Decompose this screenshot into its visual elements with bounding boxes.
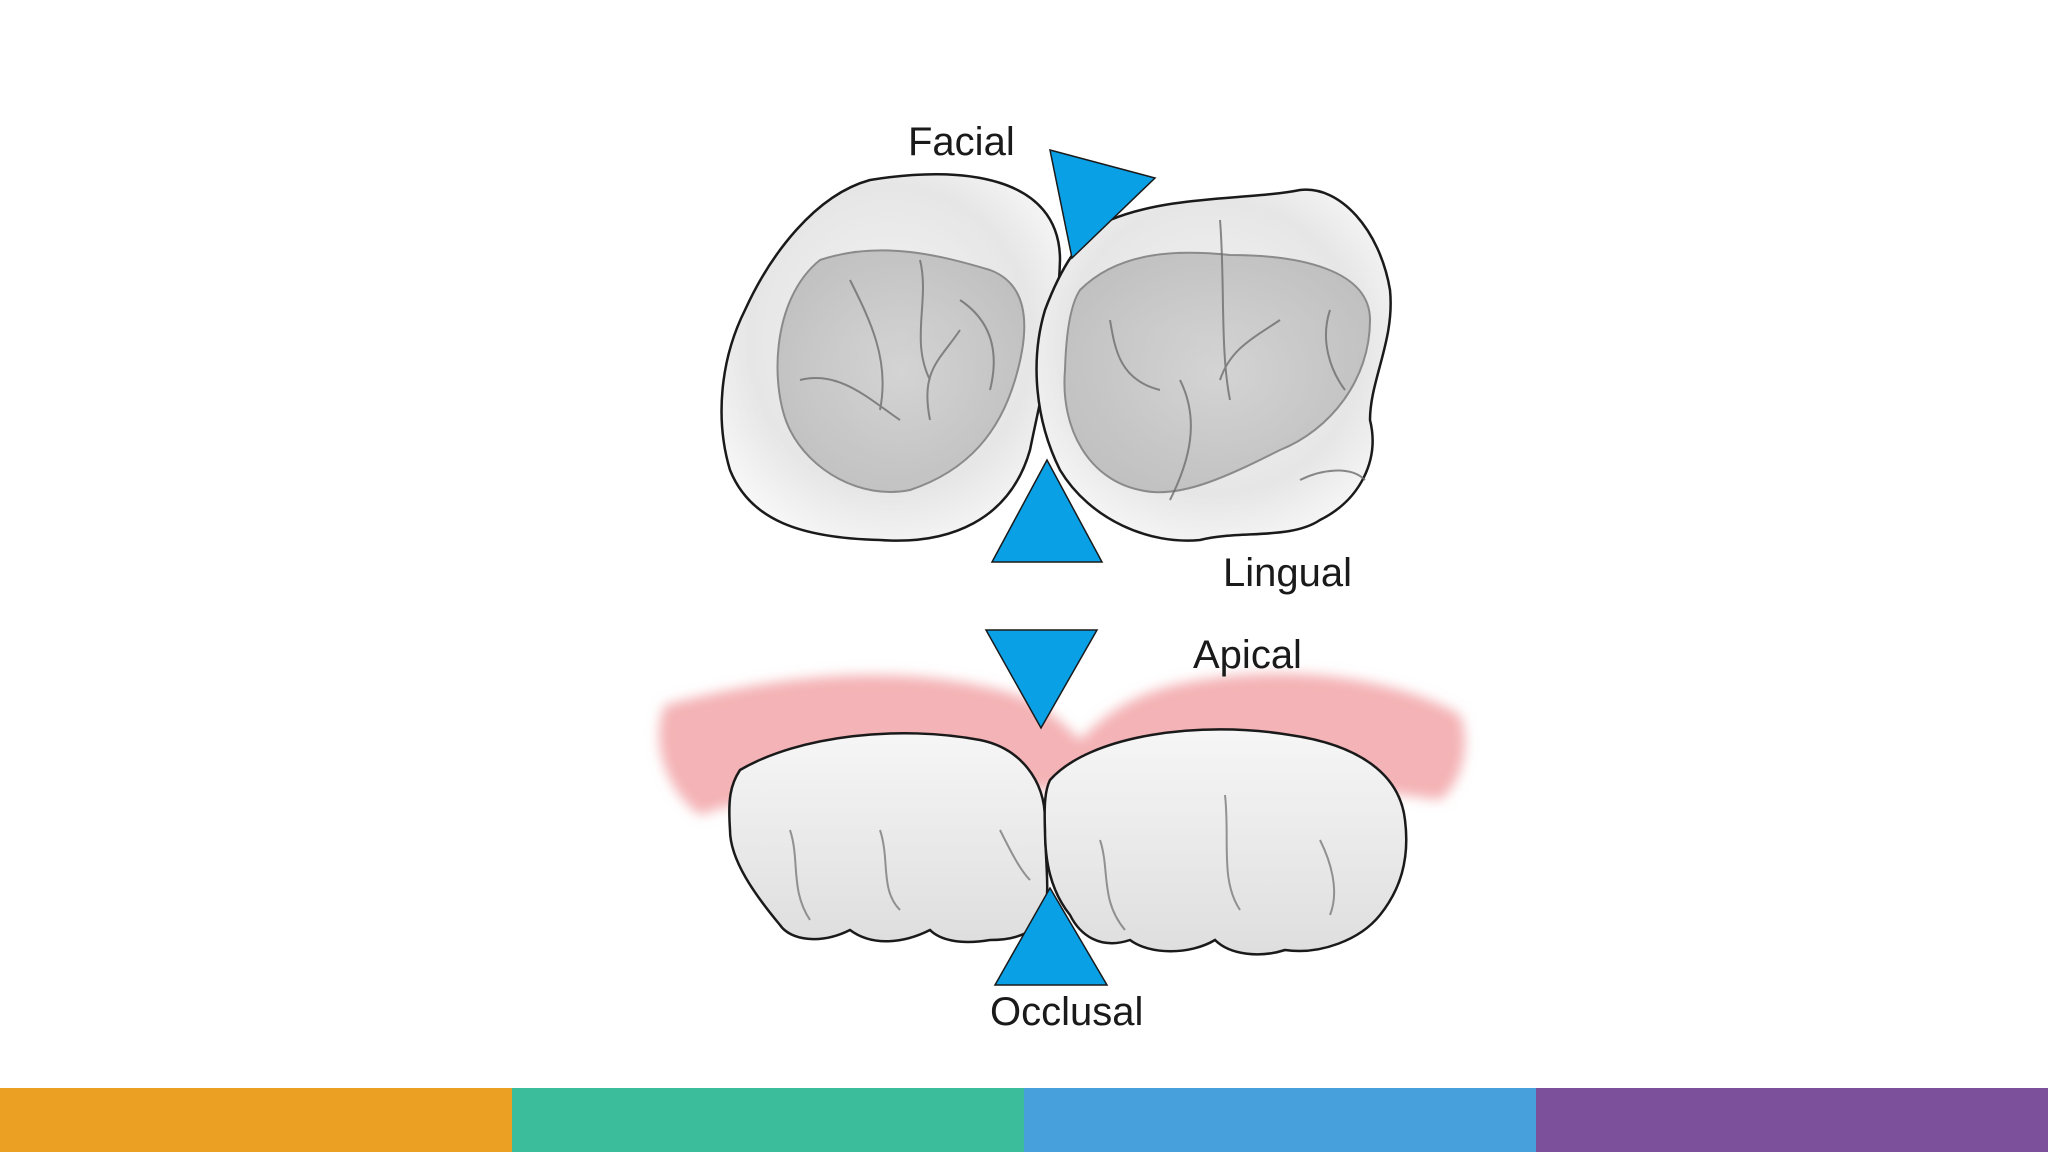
left-tooth-facial [728,732,1049,944]
apical-label: Apical [1193,633,1302,677]
left-tooth-inner [776,249,1026,493]
bar-segment-purple [1536,1088,2048,1152]
bar-segment-blue [1024,1088,1536,1152]
facial-label: Facial [908,120,1015,164]
facial-view-teeth [659,673,1465,956]
right-tooth-facial [1043,728,1408,956]
lingual-label: Lingual [1223,551,1353,595]
lingual-arrow [990,458,1104,563]
right-tooth-inner [1063,251,1372,494]
embrasure-arrows [984,148,1157,986]
occlusal-view-teeth [720,172,1392,542]
apical-arrow [984,629,1099,730]
facial-arrow [1049,148,1157,260]
bottom-color-bar [0,1088,2048,1152]
occlusal-label: Occlusal [990,990,1144,1034]
tooth-embrasure-diagram [659,148,1465,986]
occlusal-arrow [993,886,1109,986]
bar-segment-teal [512,1088,1024,1152]
bar-segment-orange [0,1088,512,1152]
